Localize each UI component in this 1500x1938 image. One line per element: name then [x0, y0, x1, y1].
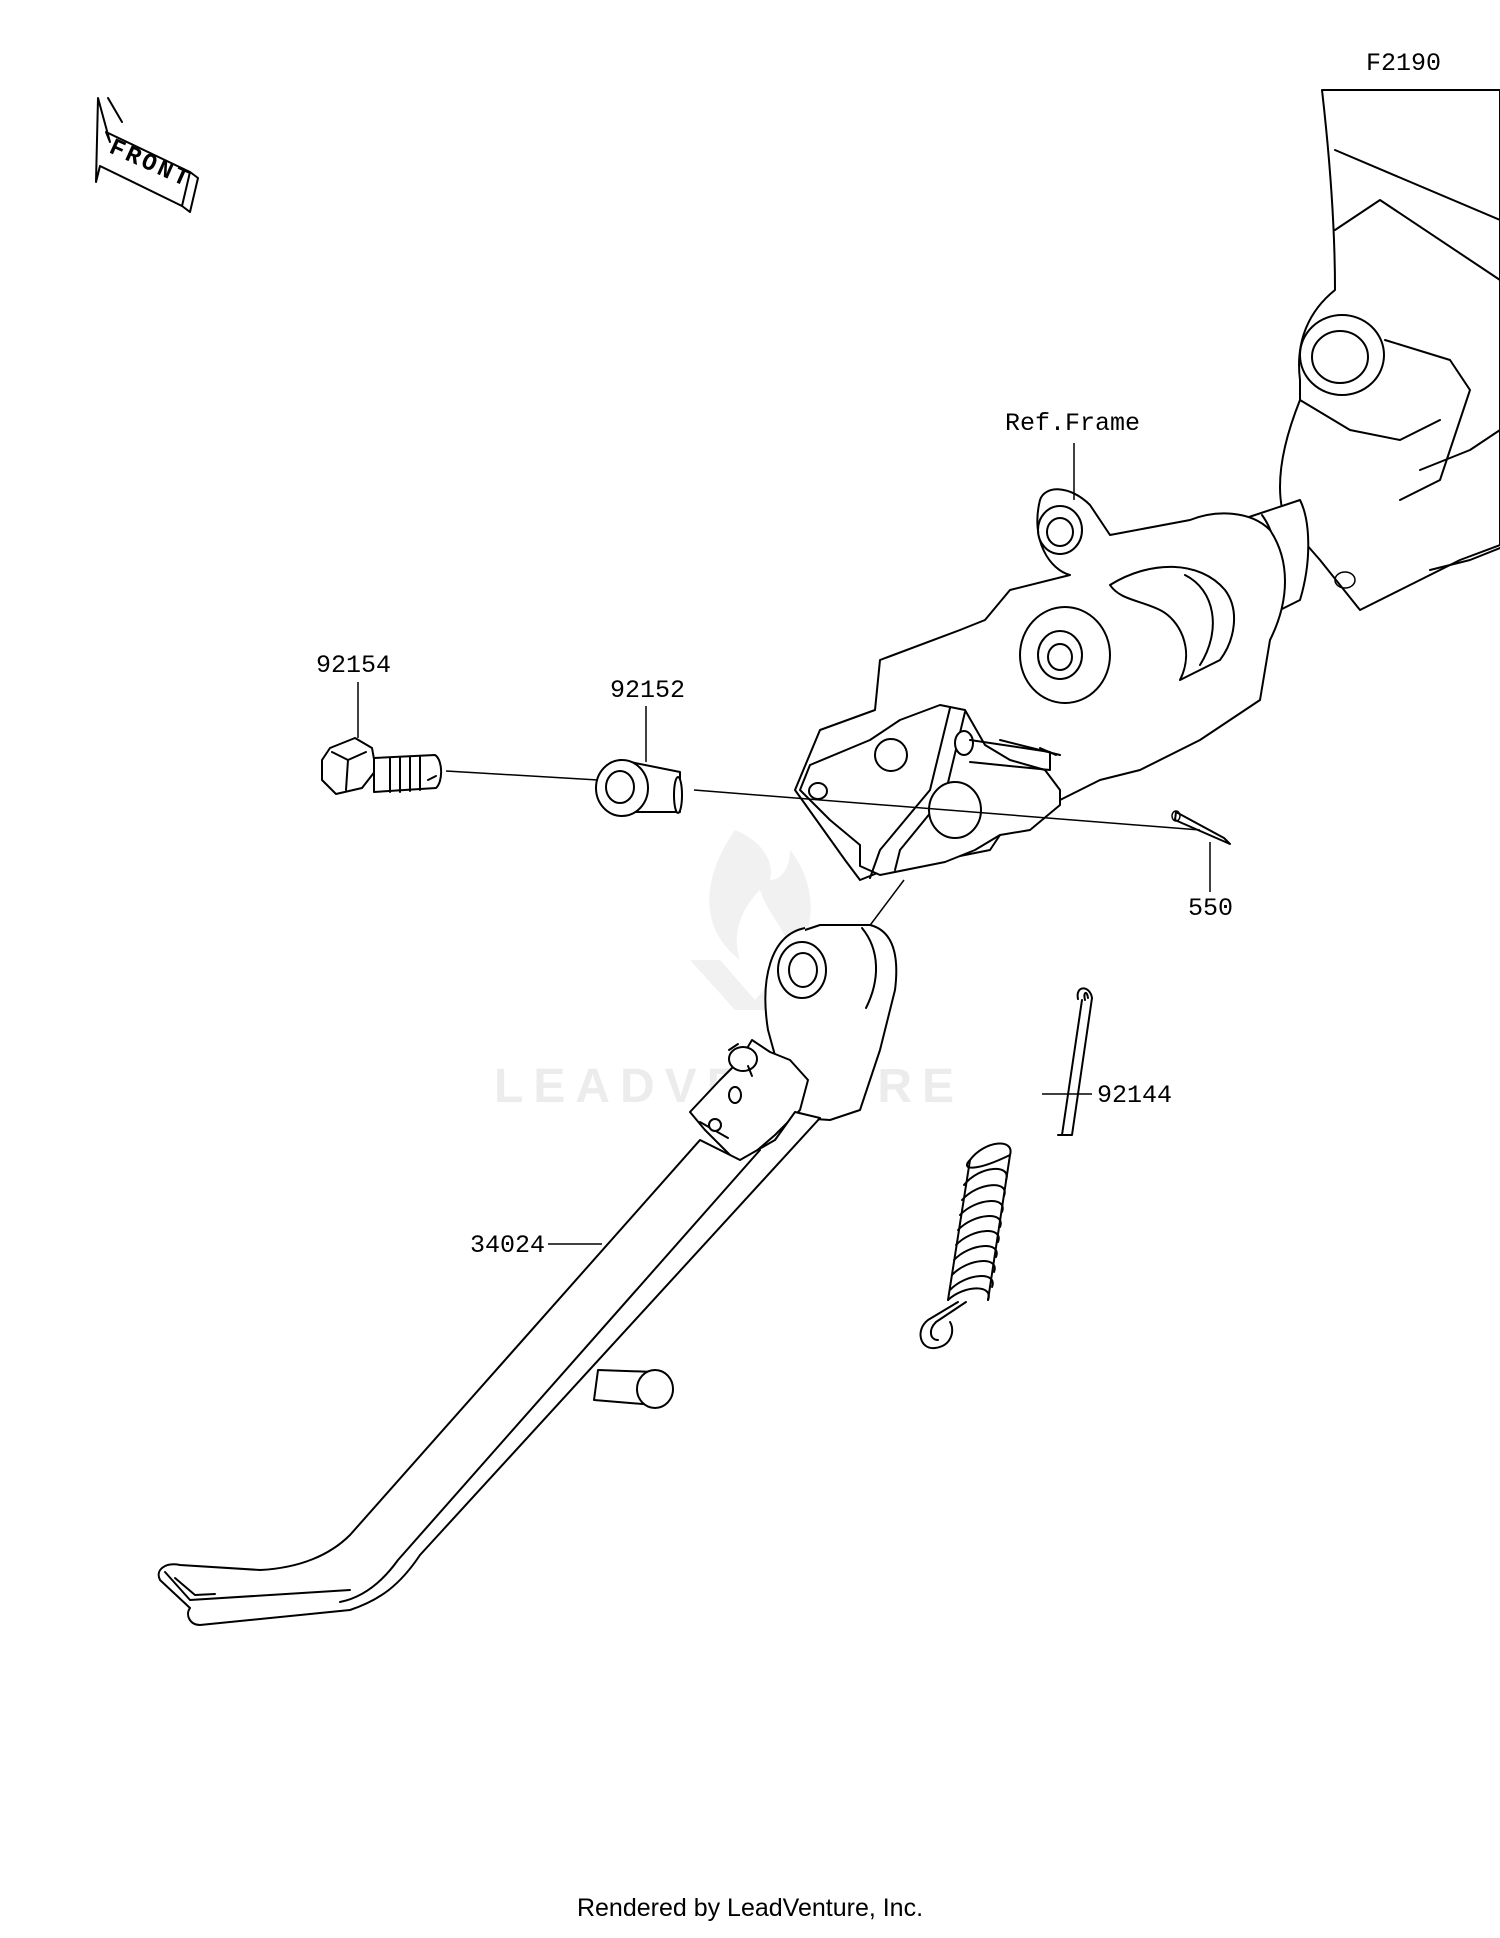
part-92152-collar [595, 759, 683, 817]
assembly-line-bolt [445, 770, 599, 781]
frame-illustration [1239, 89, 1500, 616]
side-stand-bracket [794, 488, 1286, 881]
part-92154-bolt [321, 737, 443, 795]
part-number-92154: 92154 [316, 651, 391, 680]
part-number-34024: 34024 [470, 1231, 545, 1260]
part-number-92152: 92152 [610, 676, 685, 705]
assembly-line-collar [693, 789, 1201, 831]
part-92144-spring [919, 987, 1093, 1350]
part-550-cotter-pin [1171, 810, 1231, 845]
footer-credit: Rendered by LeadVenture, Inc. [576, 1894, 924, 1922]
front-arrow-icon: FRONT [95, 97, 199, 213]
diagram-code: F2190 [1366, 49, 1441, 78]
part-34024-side-stand [157, 924, 898, 1626]
part-number-92144: 92144 [1097, 1081, 1172, 1110]
ref-frame-label: Ref.Frame [1005, 409, 1140, 438]
part-number-550: 550 [1188, 894, 1233, 923]
